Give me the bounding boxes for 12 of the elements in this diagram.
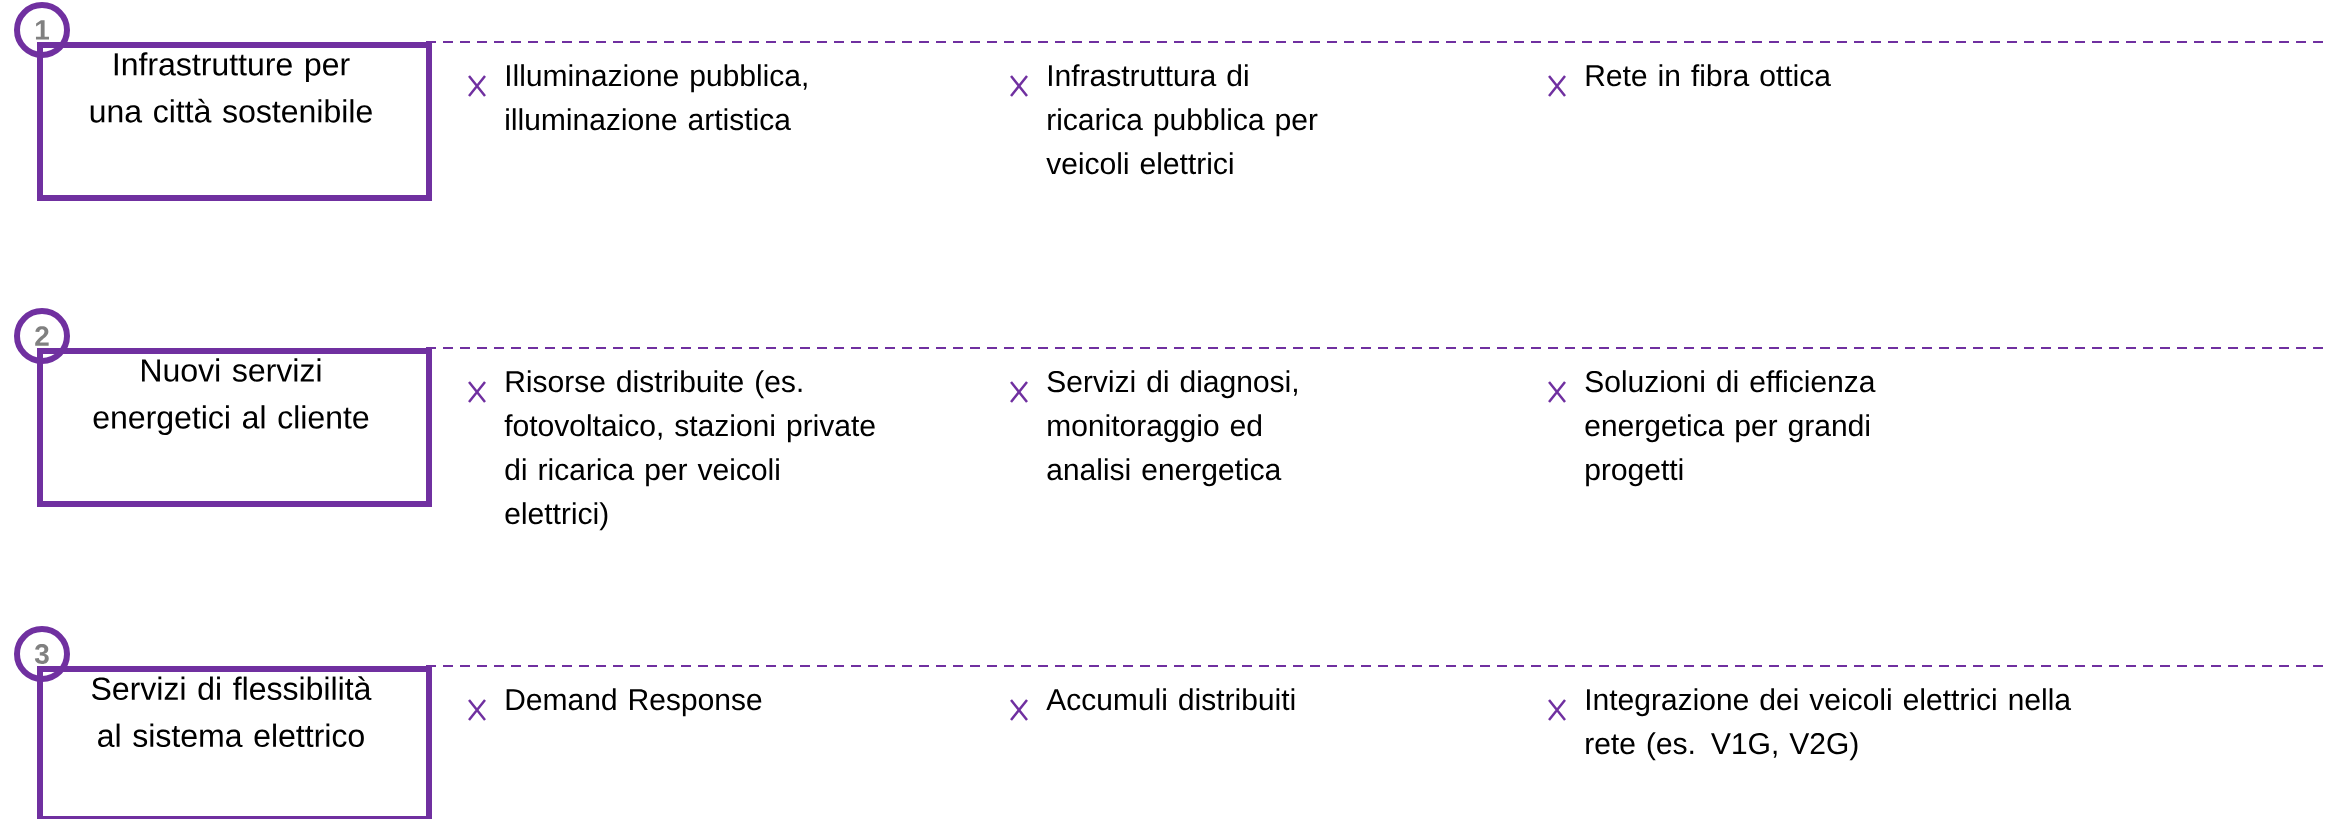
bullet-text: Servizi di diagnosi, monitoraggio ed analisi energetica	[1047, 370, 1297, 487]
category-box: Nuovi servizi energetici al cliente	[37, 348, 432, 507]
bullet-text: Risorse distribuite (es. fotovoltaico, stazioni private di ricarica per veicoli elettrici)	[504, 370, 875, 531]
bullet-text: Infrastruttura di ricarica pubblica per veicoli elettrici	[1046, 64, 1318, 175]
bullet-text: Integrazione dei veicoli elettrici nella rete (es. V1G, V2G)	[1586, 688, 2072, 761]
bullet-text: Illuminazione pubblica, illuminazione artistica	[506, 64, 807, 131]
category-box: Infrastrutture per una città sostenibile	[37, 42, 432, 201]
bullet-text: Accumuli distribuiti	[1046, 688, 1295, 711]
bullet-text: Rete in fibra ottica	[1586, 64, 1831, 87]
bullet-text: Demand Response	[506, 688, 762, 717]
category-box: Servizi di flessibilità al sistema elettrico	[37, 666, 432, 819]
bullet-text: Soluzioni di efficienza energetica per grandi progetti	[1585, 370, 1876, 487]
